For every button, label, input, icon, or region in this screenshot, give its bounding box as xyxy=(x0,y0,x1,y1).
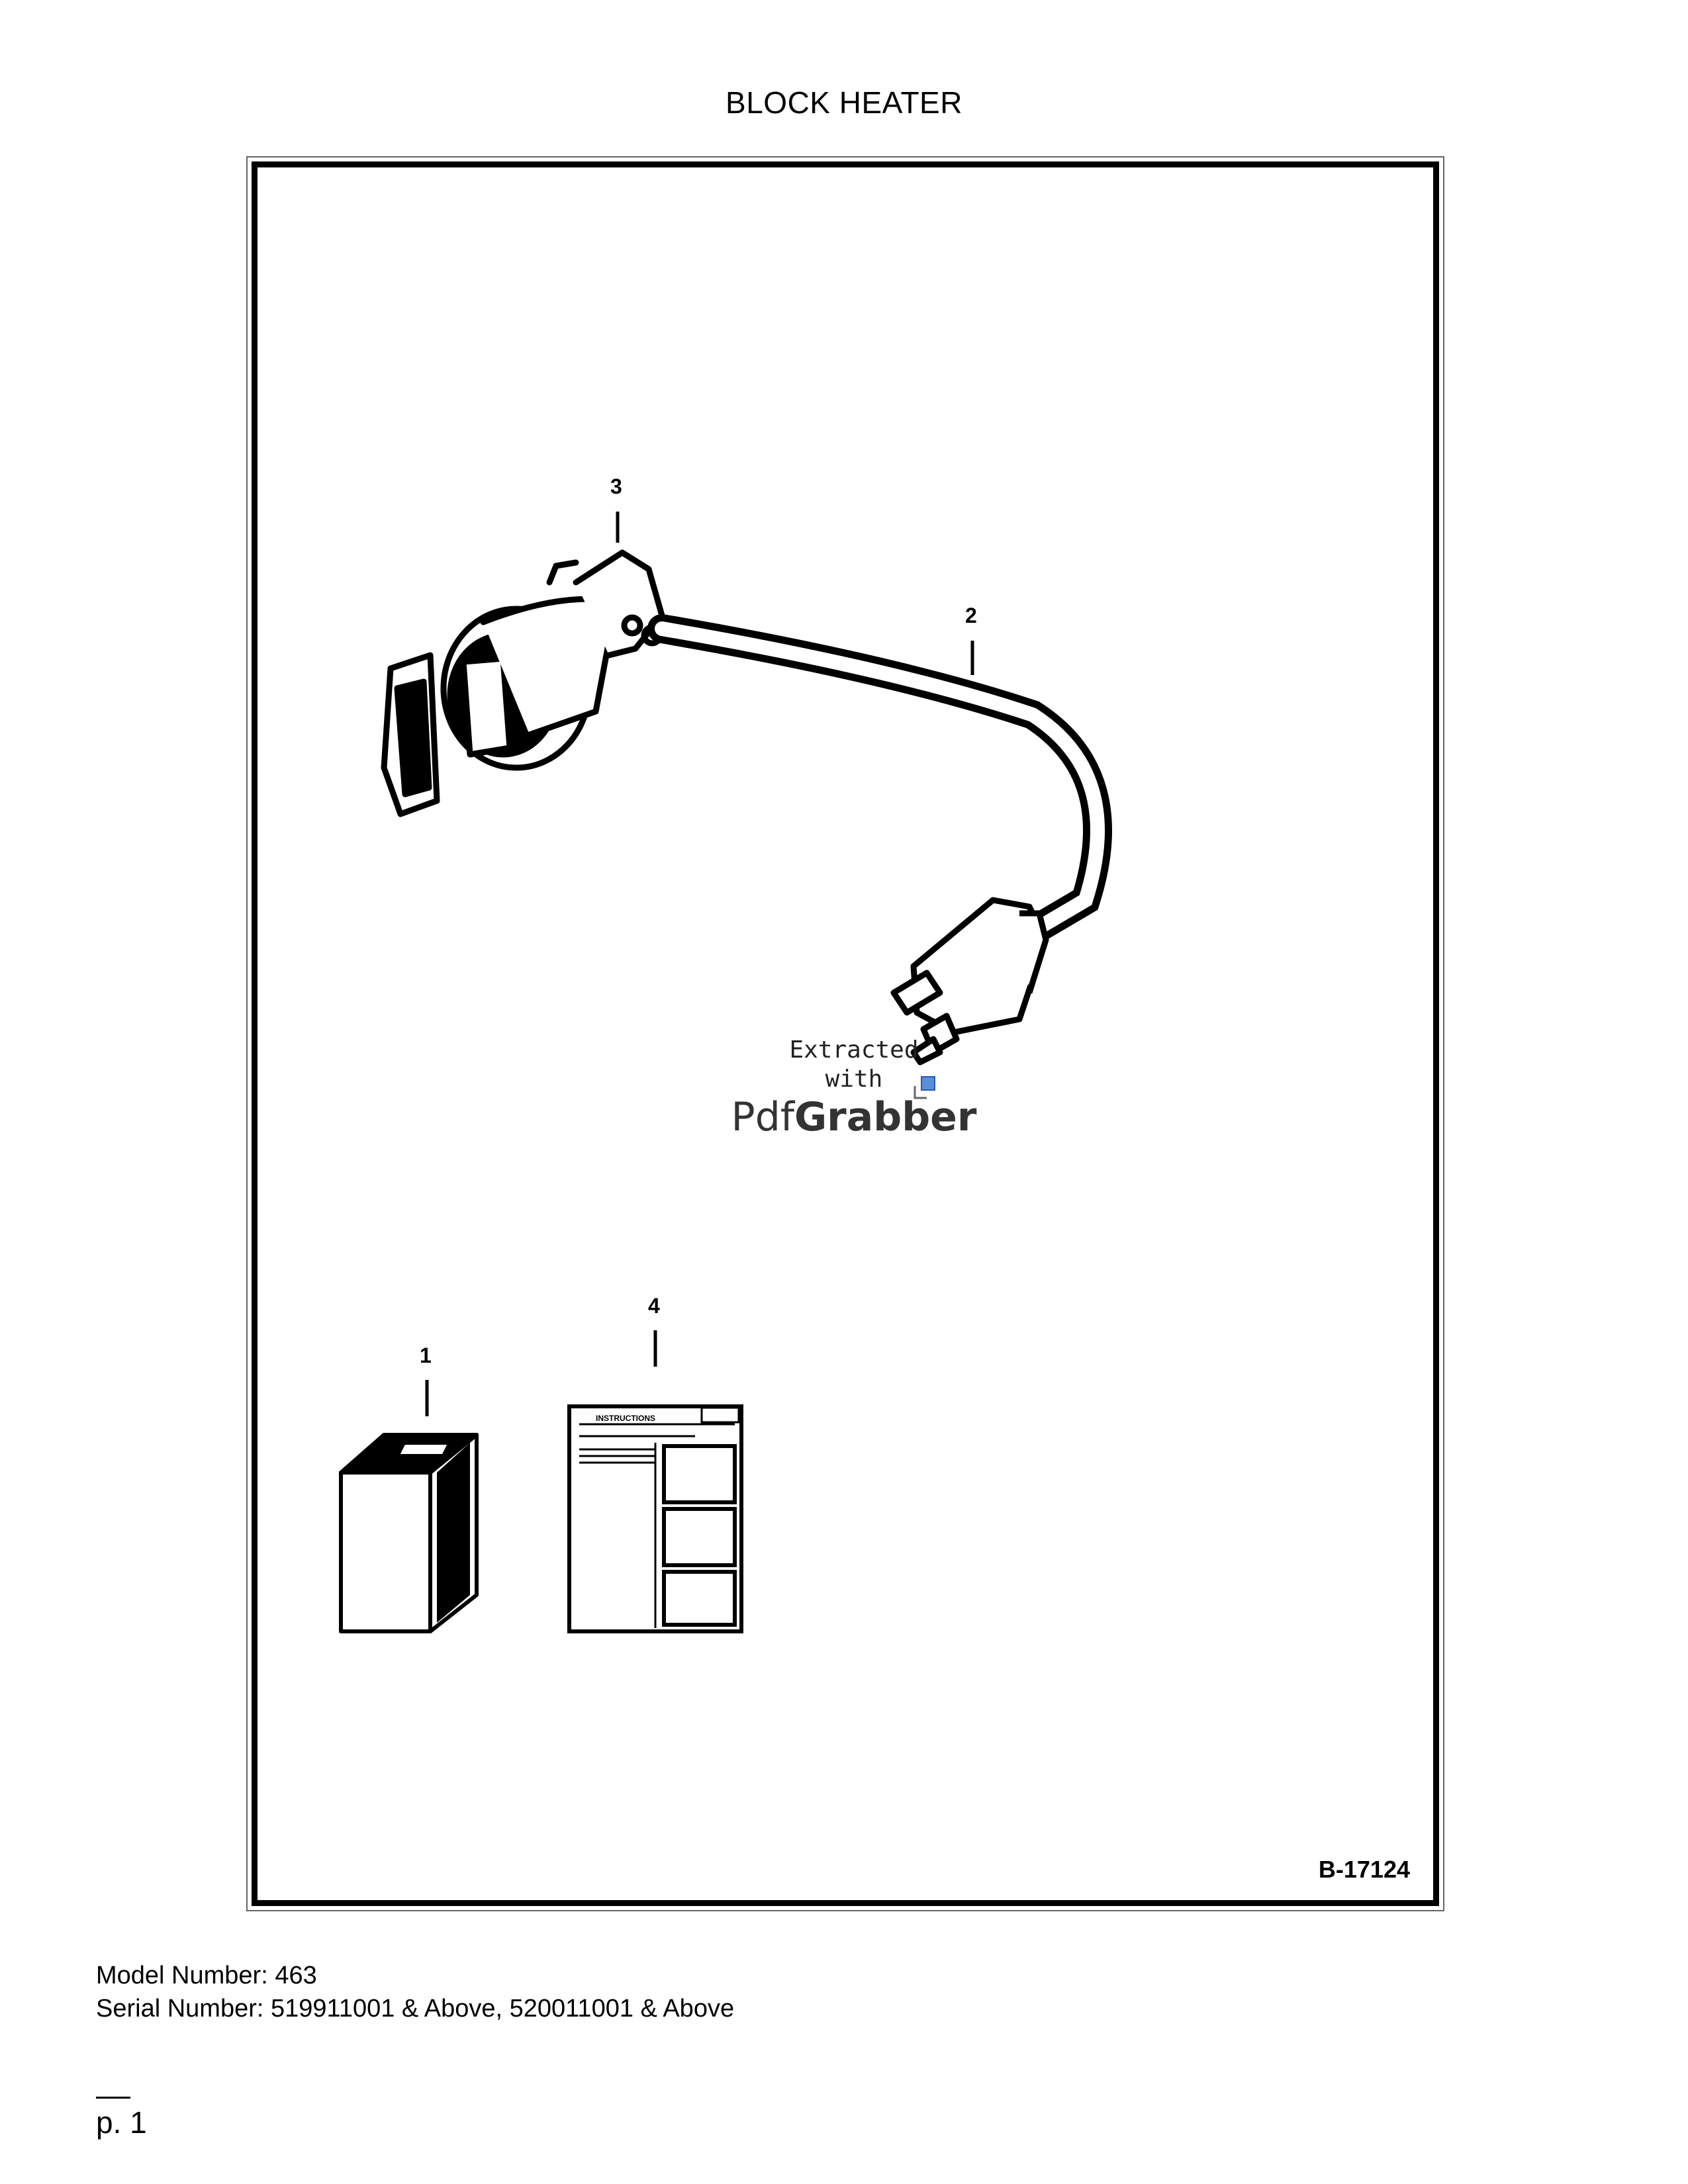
watermark-logo-light: Pdf xyxy=(731,1094,794,1140)
callout-4: 4 xyxy=(648,1294,660,1318)
watermark-line-2: with xyxy=(825,1066,883,1093)
page-number-rule xyxy=(96,2097,130,2099)
watermark-line-1: Extracted xyxy=(789,1036,919,1064)
page-number: p. 1 xyxy=(96,2105,147,2140)
figure-frame-outer xyxy=(246,156,1444,1911)
pdfgrabber-logo-icon xyxy=(914,1076,935,1099)
heater-element-icon xyxy=(381,549,665,817)
figure-frame xyxy=(252,161,1439,1906)
plug-icon xyxy=(890,897,1049,1066)
callout-1: 1 xyxy=(420,1343,432,1367)
sheet-title: INSTRUCTIONS xyxy=(596,1414,655,1423)
callout-2: 2 xyxy=(965,604,977,627)
page-title: BLOCK HEATER xyxy=(726,85,962,120)
footer: Model Number: 463 Serial Number: 5199110… xyxy=(96,1959,734,2025)
box-icon xyxy=(339,1433,479,1633)
watermark-logo-bold: Grabber xyxy=(794,1094,977,1140)
cord-icon xyxy=(647,614,1112,948)
pdfgrabber-watermark: Extracted with PdfGrabber xyxy=(728,1036,980,1140)
figure-code: B-17124 xyxy=(1318,1856,1410,1883)
watermark-logo: PdfGrabber xyxy=(728,1094,980,1140)
model-number: Model Number: 463 xyxy=(96,1962,317,1989)
instruction-sheet-icon xyxy=(567,1404,743,1633)
callout-3: 3 xyxy=(610,475,622,498)
serial-number: Serial Number: 519911001 & Above, 520011… xyxy=(96,1995,735,2023)
